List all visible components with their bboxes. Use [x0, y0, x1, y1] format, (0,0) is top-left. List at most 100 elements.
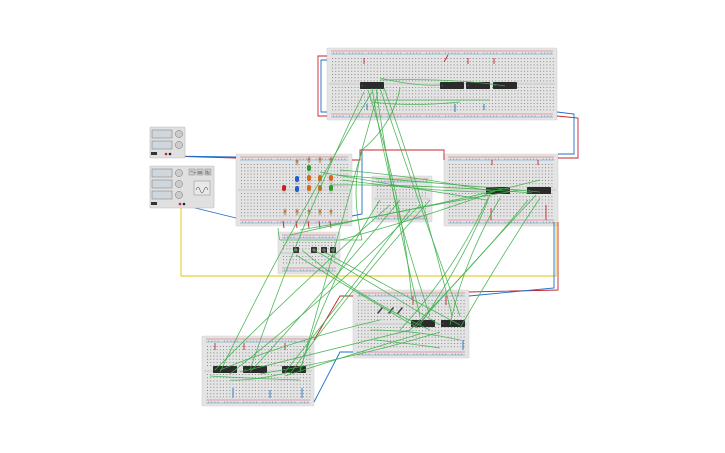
signal-wire[interactable] — [339, 169, 496, 193]
signal-wire[interactable] — [379, 79, 506, 87]
diode[interactable] — [377, 307, 383, 314]
led-orange[interactable] — [329, 175, 333, 184]
jumper-wire-red[interactable] — [282, 220, 285, 229]
signal-wire[interactable] — [399, 197, 489, 331]
power-wire[interactable] — [313, 351, 353, 403]
fg-waveform-button[interactable] — [204, 168, 212, 176]
signal-wire[interactable] — [259, 331, 441, 375]
ic-chip[interactable] — [243, 366, 267, 373]
led-orange[interactable] — [307, 185, 311, 194]
signal-wire[interactable] — [339, 191, 494, 241]
signal-wire[interactable] — [341, 179, 486, 193]
ic-chip[interactable] — [213, 366, 237, 373]
power-wire[interactable] — [351, 150, 363, 217]
signal-wire[interactable] — [299, 91, 379, 373]
chip-notch — [442, 322, 445, 325]
push-button[interactable] — [321, 247, 327, 253]
resistor[interactable] — [295, 208, 299, 216]
signal-wire[interactable] — [375, 87, 421, 317]
psu-terminal-negative[interactable] — [168, 152, 172, 156]
signal-wire[interactable] — [319, 171, 488, 201]
ic-chip[interactable] — [493, 82, 517, 89]
ic-chip[interactable] — [441, 320, 465, 327]
fg-waveform-button[interactable] — [196, 168, 204, 176]
signal-wire[interactable] — [219, 319, 381, 371]
diode[interactable] — [397, 307, 403, 314]
signal-wire[interactable] — [301, 249, 431, 331]
psu-knob[interactable] — [175, 141, 183, 149]
signal-wire[interactable] — [239, 329, 411, 373]
ic-chip[interactable] — [440, 82, 464, 89]
led-green[interactable] — [329, 185, 333, 194]
signal-wire[interactable] — [374, 339, 441, 349]
signal-wire[interactable] — [289, 199, 431, 375]
resistor[interactable] — [318, 156, 322, 164]
signal-wire[interactable] — [369, 329, 461, 341]
psu-power-switch[interactable] — [151, 152, 157, 155]
jumper-wire[interactable] — [443, 54, 449, 63]
resistor[interactable] — [307, 156, 311, 164]
signal-wire[interactable] — [249, 91, 365, 371]
button-cap — [322, 248, 326, 252]
triangle-wave-icon — [197, 170, 203, 175]
ic-chip[interactable] — [466, 82, 490, 89]
jumper-wire-red[interactable] — [295, 220, 298, 229]
signal-wire[interactable] — [277, 227, 281, 241]
signal-wire[interactable] — [289, 189, 521, 236]
psu-terminal-positive[interactable] — [164, 152, 168, 156]
led-red[interactable] — [282, 185, 286, 194]
psu-knob[interactable] — [175, 130, 183, 138]
signal-wire[interactable] — [284, 333, 421, 377]
power-wire[interactable] — [468, 222, 555, 297]
breadboard-bb-left-mid[interactable] — [235, 153, 353, 227]
fg-terminal-negative[interactable] — [182, 202, 186, 206]
resistor[interactable] — [329, 208, 333, 216]
signal-wire[interactable] — [219, 91, 373, 373]
signal-wire[interactable] — [355, 149, 363, 241]
function-generator-icon[interactable] — [149, 165, 215, 209]
signal-wire[interactable] — [361, 87, 401, 151]
signal-wire[interactable] — [367, 89, 413, 301]
power-wire[interactable] — [320, 59, 327, 113]
fg-waveform-button[interactable] — [188, 168, 196, 176]
fg-knob[interactable] — [175, 191, 183, 199]
signal-wire[interactable] — [209, 375, 301, 381]
signal-wire[interactable] — [335, 174, 541, 193]
fg-knob[interactable] — [175, 169, 183, 177]
power-wire[interactable] — [352, 149, 445, 161]
signal-wire[interactable] — [214, 204, 391, 371]
led-green[interactable] — [307, 165, 311, 174]
resistor[interactable] — [295, 158, 299, 166]
power-wire[interactable] — [556, 111, 575, 155]
signal-wire[interactable] — [295, 254, 419, 329]
led-orange[interactable] — [307, 175, 311, 184]
ic-chip[interactable] — [360, 82, 384, 89]
resistor[interactable] — [283, 208, 287, 216]
resistor-band — [329, 210, 333, 212]
jumper-wire-red[interactable] — [307, 220, 310, 229]
power-wire[interactable] — [468, 222, 559, 293]
signal-wire[interactable] — [371, 101, 461, 105]
signal-wire[interactable] — [459, 197, 541, 329]
power-wire[interactable] — [556, 115, 579, 159]
breadboard-bb-button-block[interactable] — [277, 231, 341, 275]
resistor[interactable] — [318, 208, 322, 216]
power-wire[interactable] — [317, 55, 327, 117]
signal-wire[interactable] — [329, 184, 533, 194]
led-blue[interactable] — [295, 176, 299, 185]
signal-wire[interactable] — [379, 77, 441, 86]
fg-knob[interactable] — [175, 180, 183, 188]
fg-power-switch[interactable] — [151, 202, 157, 205]
signal-wire[interactable] — [371, 87, 431, 317]
led-blue[interactable] — [295, 186, 299, 195]
fg-terminal-positive[interactable] — [178, 202, 182, 206]
signal-wire[interactable] — [299, 199, 381, 371]
signal-wire[interactable] — [449, 197, 501, 326]
signal-wire[interactable] — [409, 199, 529, 331]
signal-wire[interactable] — [323, 251, 461, 326]
signal-wire[interactable] — [229, 371, 291, 381]
signal-wire[interactable] — [229, 204, 421, 375]
power-supply-icon[interactable] — [149, 126, 186, 159]
